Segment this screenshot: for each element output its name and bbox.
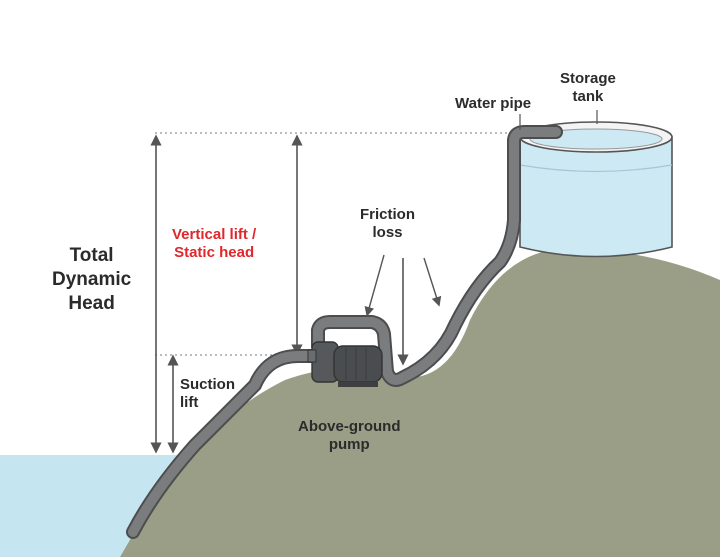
water-pipe-label: Water pipe (455, 95, 532, 112)
friction-loss-label: Friction loss (360, 206, 415, 241)
above-ground-pump (307, 341, 383, 387)
above-ground-pump-label: Above-ground pump (298, 418, 401, 453)
vertical-lift-label: Vertical lift / Static head (172, 226, 257, 261)
hillside (120, 249, 720, 557)
storage-tank (519, 121, 673, 258)
storage-tank-label: Storage tank (560, 70, 616, 105)
friction-arrow-left (364, 254, 385, 317)
friction-arrow-right (423, 257, 442, 307)
suction-lift-label: Suction lift (180, 376, 235, 411)
total-dynamic-head-label: Total Dynamic Head (52, 245, 132, 314)
